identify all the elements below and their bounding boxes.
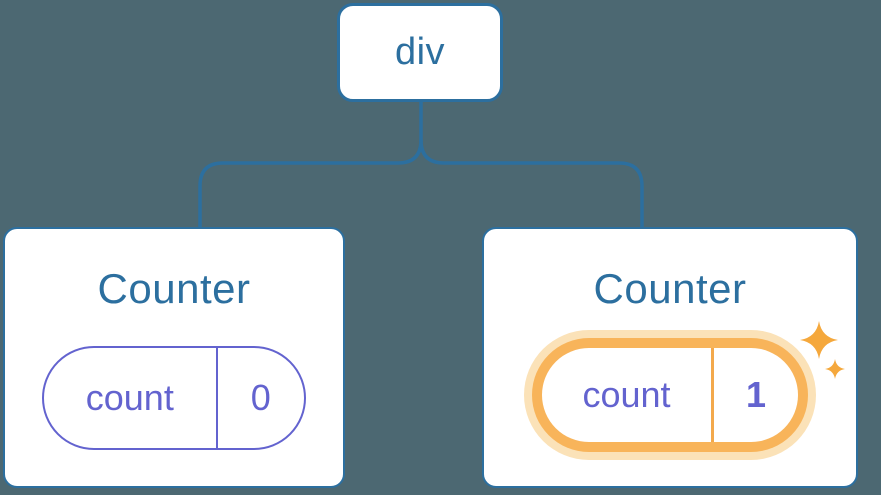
state-pill-highlighted: count 1 <box>542 348 798 442</box>
state-pill: count 0 <box>42 346 306 450</box>
sparkle-icon-small <box>825 359 845 379</box>
state-key-label: count <box>44 348 218 448</box>
state-key-label: count <box>542 348 714 442</box>
state-value: 1 <box>745 374 766 415</box>
counter-card-left: Counter count 0 <box>3 227 345 488</box>
component-title: Counter <box>593 265 747 312</box>
state-value: 0 <box>250 377 271 418</box>
component-title: Counter <box>97 265 251 312</box>
connector-branch-left <box>198 139 423 228</box>
sparkle-icon-large <box>800 321 838 359</box>
connector-branch-right <box>419 139 644 228</box>
root-node-div: div <box>337 3 503 102</box>
root-node-label: div <box>394 31 446 73</box>
counter-card-right: Counter count 1 <box>482 227 858 488</box>
